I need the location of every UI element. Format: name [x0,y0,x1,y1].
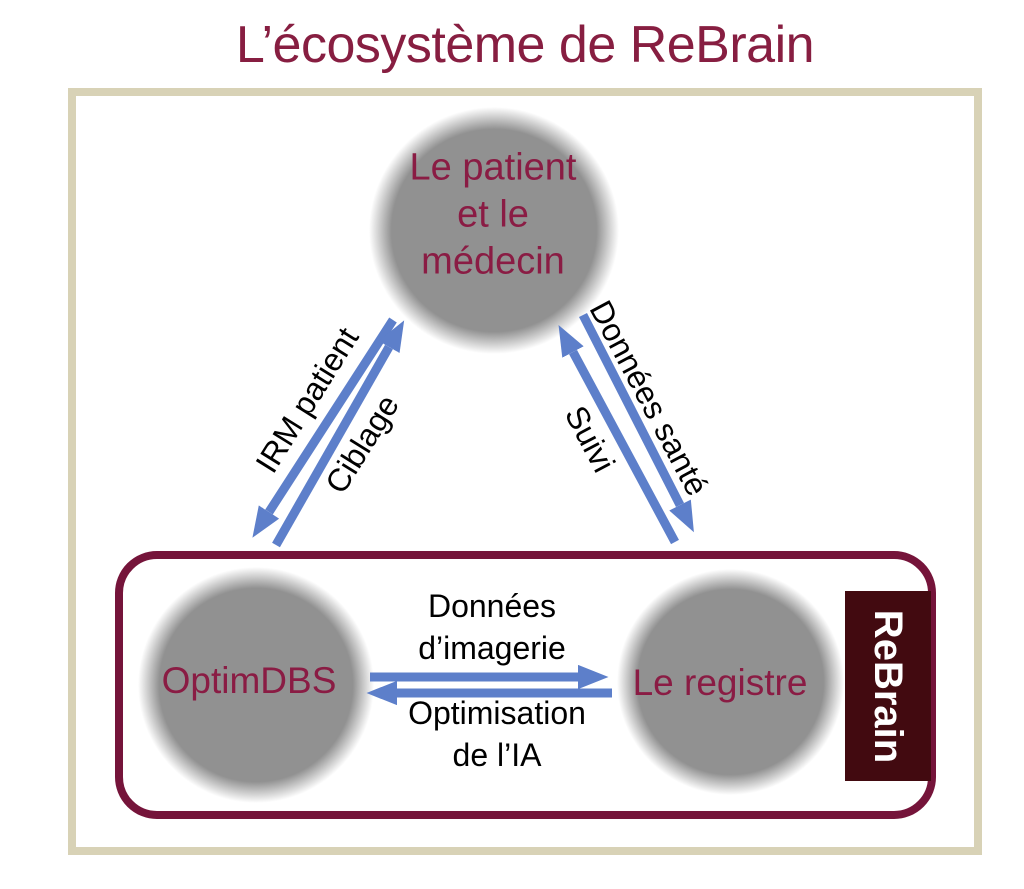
rebrain-label-box: ReBrain [845,591,931,781]
edge-label-donnees-imagerie: Données d’imagerie [418,588,566,666]
edge-label-optimisation-ia: Optimisation de l’IA [408,695,586,773]
node-optimdbs-label: OptimDBS [161,660,337,701]
node-registre-label: Le registre [632,662,808,703]
node-optimdbs-circle [138,567,374,803]
outer-frame [68,88,982,855]
rebrain-container-box [115,551,936,819]
node-registre-circle-fill [617,569,844,795]
rebrain-label: ReBrain [866,609,911,763]
node-patient-circle [369,107,619,354]
page-title: L’écosystème de ReBrain [235,16,815,74]
node-registre-circle [617,569,844,795]
node-patient-label: Le patient et le médecin [409,146,577,283]
node-optimdbs-circle-fill [138,567,374,803]
node-patient-circle-fill [369,107,619,354]
